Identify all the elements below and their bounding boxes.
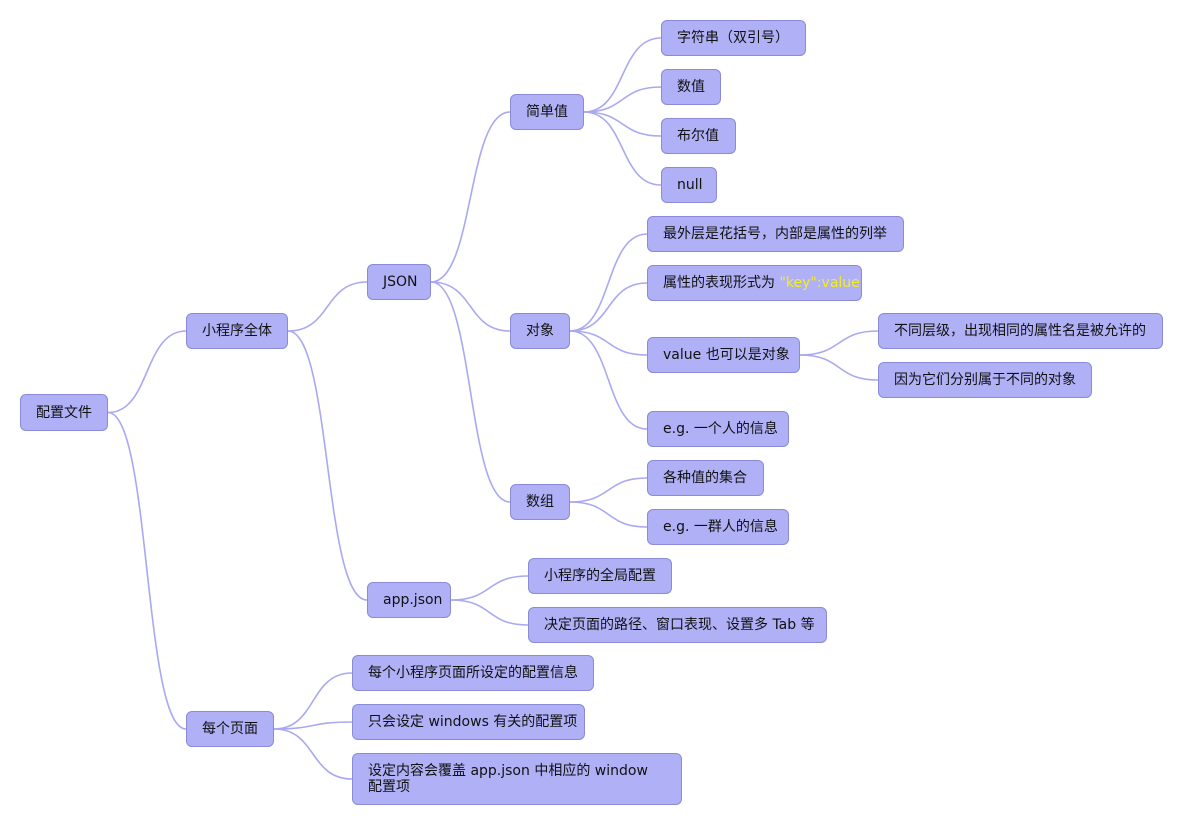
connector-all-to-appjson	[287, 330, 368, 601]
connector-object-to-obj-eg	[569, 330, 648, 430]
node-null-label: null	[677, 177, 703, 193]
node-object-example[interactable]: e.g. 一个人的信息	[647, 411, 789, 447]
node-page-windows-only-label: 只会设定 windows 有关的配置项	[368, 714, 578, 730]
node-page-config-info[interactable]: 每个小程序页面所设定的配置信息	[352, 655, 594, 691]
node-page-windows-only[interactable]: 只会设定 windows 有关的配置项	[352, 704, 585, 740]
node-object-belong-different-label: 因为它们分别属于不同的对象	[894, 372, 1076, 388]
node-array-value-set-label: 各种值的集合	[663, 470, 747, 486]
node-each-page-label: 每个页面	[202, 721, 258, 737]
node-object-outer-braces-label: 最外层是花括号，内部是属性的列举	[663, 226, 887, 242]
node-page-override-window-label: 设定内容会覆盖 app.json 中相应的 window 配置项	[368, 763, 648, 795]
connector-json-to-object	[430, 281, 511, 332]
node-object-value-is-object[interactable]: value 也可以是对象	[647, 337, 800, 373]
node-miniprogram-all[interactable]: 小程序全体	[186, 313, 288, 349]
node-boolean[interactable]: 布尔值	[661, 118, 736, 154]
node-app-global-config[interactable]: 小程序的全局配置	[528, 558, 672, 594]
node-null[interactable]: null	[661, 167, 717, 203]
connector-array-to-arr-eg	[569, 501, 648, 528]
connector-appjson-to-app-decide	[450, 599, 529, 626]
connector-page-to-page-override	[273, 728, 353, 780]
connector-json-to-simple	[430, 111, 511, 283]
connector-simple-to-string	[583, 37, 662, 113]
connector-object-to-obj-outer	[569, 233, 648, 332]
node-simple-value[interactable]: 简单值	[510, 94, 584, 130]
node-config-files-label: 配置文件	[36, 404, 92, 421]
connector-object-to-obj-form	[569, 282, 648, 332]
connector-simple-to-number	[583, 86, 662, 113]
node-number-label: 数值	[677, 79, 705, 95]
node-object-levels-allowed-label: 不同层级，出现相同的属性名是被允许的	[894, 323, 1146, 339]
node-object-property-form-highlight: "key":value	[779, 275, 860, 291]
connector-object-to-obj-value	[569, 330, 648, 356]
node-object-value-is-object-label: value 也可以是对象	[663, 347, 790, 363]
connector-appjson-to-app-global	[450, 575, 529, 601]
node-string[interactable]: 字符串（双引号）	[661, 20, 806, 56]
node-page-config-info-label: 每个小程序页面所设定的配置信息	[368, 665, 578, 681]
node-app-json[interactable]: app.json	[367, 582, 451, 618]
node-app-decide-pages-label: 决定页面的路径、窗口表现、设置多 Tab 等	[544, 617, 815, 633]
node-miniprogram-all-label: 小程序全体	[202, 323, 272, 339]
connector-page-to-page-info	[273, 672, 353, 730]
node-app-json-label: app.json	[383, 592, 443, 608]
node-json[interactable]: JSON	[367, 264, 431, 300]
node-object-levels-allowed[interactable]: 不同层级，出现相同的属性名是被允许的	[878, 313, 1163, 349]
node-object-outer-braces[interactable]: 最外层是花括号，内部是属性的列举	[647, 216, 904, 252]
node-array-label: 数组	[526, 494, 554, 510]
connector-json-to-array	[430, 281, 511, 503]
connector-simple-to-null	[583, 111, 662, 186]
connector-page-to-page-windows	[273, 721, 353, 730]
node-app-global-config-label: 小程序的全局配置	[544, 568, 656, 584]
node-page-override-window[interactable]: 设定内容会覆盖 app.json 中相应的 window 配置项	[352, 753, 682, 805]
node-object-property-form[interactable]: 属性的表现形式为 "key":value	[647, 265, 862, 301]
node-array-example[interactable]: e.g. 一群人的信息	[647, 509, 789, 545]
node-boolean-label: 布尔值	[677, 128, 719, 144]
node-array[interactable]: 数组	[510, 484, 570, 520]
node-number[interactable]: 数值	[661, 69, 721, 105]
node-object-belong-different[interactable]: 因为它们分别属于不同的对象	[878, 362, 1092, 398]
node-app-decide-pages[interactable]: 决定页面的路径、窗口表现、设置多 Tab 等	[528, 607, 827, 643]
node-config-files[interactable]: 配置文件	[20, 394, 108, 431]
connector-root-to-page	[107, 411, 187, 730]
connector-obj-value-to-obj-belong	[799, 354, 879, 381]
connector-obj-value-to-obj-levels	[799, 330, 879, 356]
node-object-example-label: e.g. 一个人的信息	[663, 421, 778, 437]
node-object-property-form-prefix: 属性的表现形式为	[663, 275, 780, 291]
node-array-example-label: e.g. 一群人的信息	[663, 519, 778, 535]
connector-array-to-arr-set	[569, 477, 648, 503]
node-json-label: JSON	[383, 274, 418, 290]
node-each-page[interactable]: 每个页面	[186, 711, 274, 747]
node-object[interactable]: 对象	[510, 313, 570, 349]
node-simple-value-label: 简单值	[526, 104, 568, 120]
node-array-value-set[interactable]: 各种值的集合	[647, 460, 764, 496]
node-string-label: 字符串（双引号）	[677, 30, 789, 46]
node-object-label: 对象	[526, 323, 554, 339]
connector-simple-to-boolean	[583, 111, 662, 137]
connector-root-to-all	[107, 330, 187, 414]
connector-all-to-json	[287, 281, 368, 332]
